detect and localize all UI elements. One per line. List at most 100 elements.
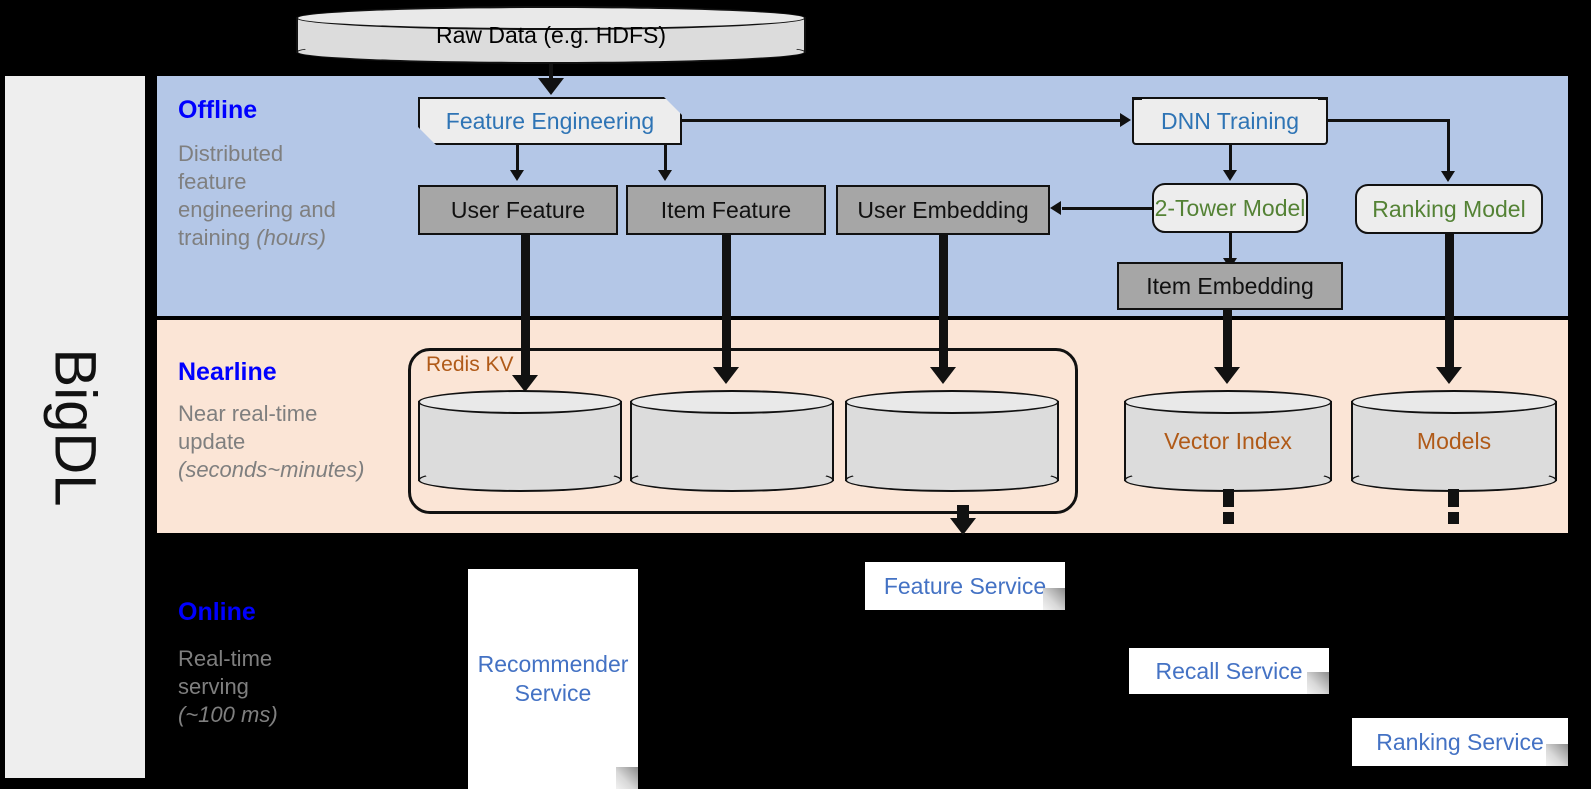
node-2-tower-model-label: 2-Tower Model	[1154, 194, 1306, 221]
edge-fe-itemfeature-arrow	[658, 170, 672, 181]
online-sub-l2: serving	[178, 674, 249, 700]
pipe-user-feature	[521, 235, 530, 383]
band-subtitle-offline: Distributed feature engineering and trai…	[178, 140, 393, 253]
edge-fe-userfeature	[516, 145, 519, 173]
band-subtitle-online: Real-time serving (~100 ms)	[178, 645, 393, 729]
edge-dnn-2tower	[1229, 145, 1232, 173]
cylinder-models-label: Models	[1416, 427, 1492, 454]
edge-fe-dnn	[682, 119, 1120, 122]
bigdl-text: BigDL	[42, 348, 108, 506]
node-item-feature-label: Item Feature	[660, 196, 792, 223]
band-title-offline: Offline	[178, 96, 258, 124]
node-dnn-training-label: DNN Training	[1160, 107, 1300, 134]
pipe-item-embedding	[1223, 310, 1232, 375]
edge-fe-userfeature-arrow	[510, 170, 524, 181]
dnn-bracket-tr	[1318, 97, 1328, 100]
node-item-embedding[interactable]: Item Embedding	[1117, 262, 1343, 310]
cylinder-user-feature-store[interactable]	[418, 390, 622, 492]
cylinder-item-feature-store[interactable]	[630, 390, 834, 492]
raw-data-cylinder: Raw Data (e.g. HDFS)	[296, 6, 806, 64]
node-recall-service[interactable]: Recall Service	[1129, 648, 1329, 694]
edge-dnn-ranking-h	[1328, 119, 1450, 122]
band-online	[157, 537, 1568, 789]
stub-vector-index-dot	[1223, 512, 1234, 524]
edge-2tower-userembedding	[1062, 207, 1154, 210]
node-2-tower-model[interactable]: 2-Tower Model	[1152, 183, 1308, 233]
pipe-item-feature-arrow	[713, 367, 739, 384]
edge-dnn-ranking-v	[1447, 119, 1450, 174]
redis-kv-label: Redis KV	[426, 353, 514, 376]
node-dnn-training[interactable]: DNN Training	[1132, 97, 1328, 145]
cylinder-vector-index[interactable]: Vector Index	[1124, 390, 1332, 492]
node-user-embedding-label: User Embedding	[857, 196, 1029, 223]
node-recommender-service-label-2: Service	[514, 680, 592, 706]
ranking-service-fold-icon	[1546, 744, 1568, 766]
edge-fe-itemfeature	[664, 145, 667, 173]
node-feature-engineering[interactable]: Feature Engineering	[418, 97, 682, 145]
pipe-item-embedding-arrow	[1214, 367, 1240, 384]
bigdl-label: BigDL	[5, 76, 145, 778]
cylinder-top	[845, 390, 1059, 414]
node-user-feature[interactable]: User Feature	[418, 185, 618, 235]
nearline-sub-l1: Near real-time	[178, 401, 318, 426]
band-title-online: Online	[178, 598, 256, 626]
node-user-feature-label: User Feature	[450, 196, 586, 223]
offline-sub-l2: feature	[178, 169, 247, 195]
cylinder-vector-index-label: Vector Index	[1164, 427, 1292, 454]
pipe-item-feature	[722, 235, 731, 375]
cylinder-bottom	[418, 468, 622, 492]
node-recall-service-label: Recall Service	[1155, 657, 1303, 684]
cylinder-top	[1351, 390, 1557, 414]
cylinder-models[interactable]: Models	[1351, 390, 1557, 492]
raw-data-label: Raw Data (e.g. HDFS)	[435, 21, 667, 48]
edge-redis-featureservice	[957, 505, 969, 521]
pipe-user-embedding-arrow	[930, 367, 956, 384]
recall-service-fold-icon	[1307, 672, 1329, 694]
stub-models	[1448, 489, 1459, 507]
node-user-embedding[interactable]: User Embedding	[836, 185, 1050, 235]
node-item-feature[interactable]: Item Feature	[626, 185, 826, 235]
cylinder-user-embedding-store-label	[845, 390, 1059, 492]
node-ranking-model[interactable]: Ranking Model	[1355, 184, 1543, 234]
node-feature-service-label: Feature Service	[883, 572, 1047, 599]
cylinder-top	[418, 390, 622, 414]
cylinder-bottom	[845, 468, 1059, 492]
node-feature-engineering-label: Feature Engineering	[445, 107, 655, 134]
cylinder-item-feature-store-label	[630, 390, 834, 492]
node-ranking-service[interactable]: Ranking Service	[1352, 718, 1568, 766]
cylinder-top	[296, 6, 806, 30]
edge-2tower-userembedding-arrow	[1050, 201, 1061, 215]
node-feature-service[interactable]: Feature Service	[865, 562, 1065, 610]
cylinder-top	[1124, 390, 1332, 414]
online-sub-l1: Real-time	[178, 646, 273, 671]
bigdl-platform-rail: BigDL	[5, 76, 145, 778]
redis-kv-container	[408, 348, 1078, 514]
nearline-sub-l2: update	[178, 429, 246, 455]
edge-fe-dnn-arrow	[1120, 113, 1131, 127]
offline-sub-l3: engineering and	[178, 197, 336, 223]
node-recommender-service[interactable]: Recommender Service	[468, 569, 638, 789]
cylinder-user-embedding-store[interactable]	[845, 390, 1059, 492]
pipe-user-feature-arrow	[512, 375, 538, 392]
offline-sub-l4: training	[178, 225, 257, 251]
pipe-ranking-model	[1445, 234, 1454, 375]
edge-rawdata-fe	[549, 62, 553, 84]
stub-vector-index	[1223, 489, 1234, 507]
nearline-sub-italic: (seconds~minutes)	[178, 457, 365, 483]
node-item-embedding-label: Item Embedding	[1146, 272, 1314, 299]
edge-2tower-itemembedding	[1229, 233, 1232, 261]
pipe-user-embedding	[939, 235, 948, 375]
stub-models-dot	[1448, 512, 1459, 524]
offline-sub-l1: Distributed	[178, 141, 284, 166]
node-ranking-service-label: Ranking Service	[1376, 728, 1544, 755]
recommender-service-fold-icon	[616, 767, 638, 789]
dnn-bracket-tl	[1132, 97, 1142, 100]
edge-redis-featureservice-arrow	[950, 518, 976, 535]
node-recommender-service-label-1: Recommender	[477, 651, 629, 678]
cylinder-bottom	[630, 468, 834, 492]
feature-service-fold-icon	[1043, 588, 1065, 610]
cylinder-top	[630, 390, 834, 414]
edge-dnn-ranking-arrow	[1441, 171, 1455, 182]
band-title-nearline: Nearline	[178, 358, 277, 386]
